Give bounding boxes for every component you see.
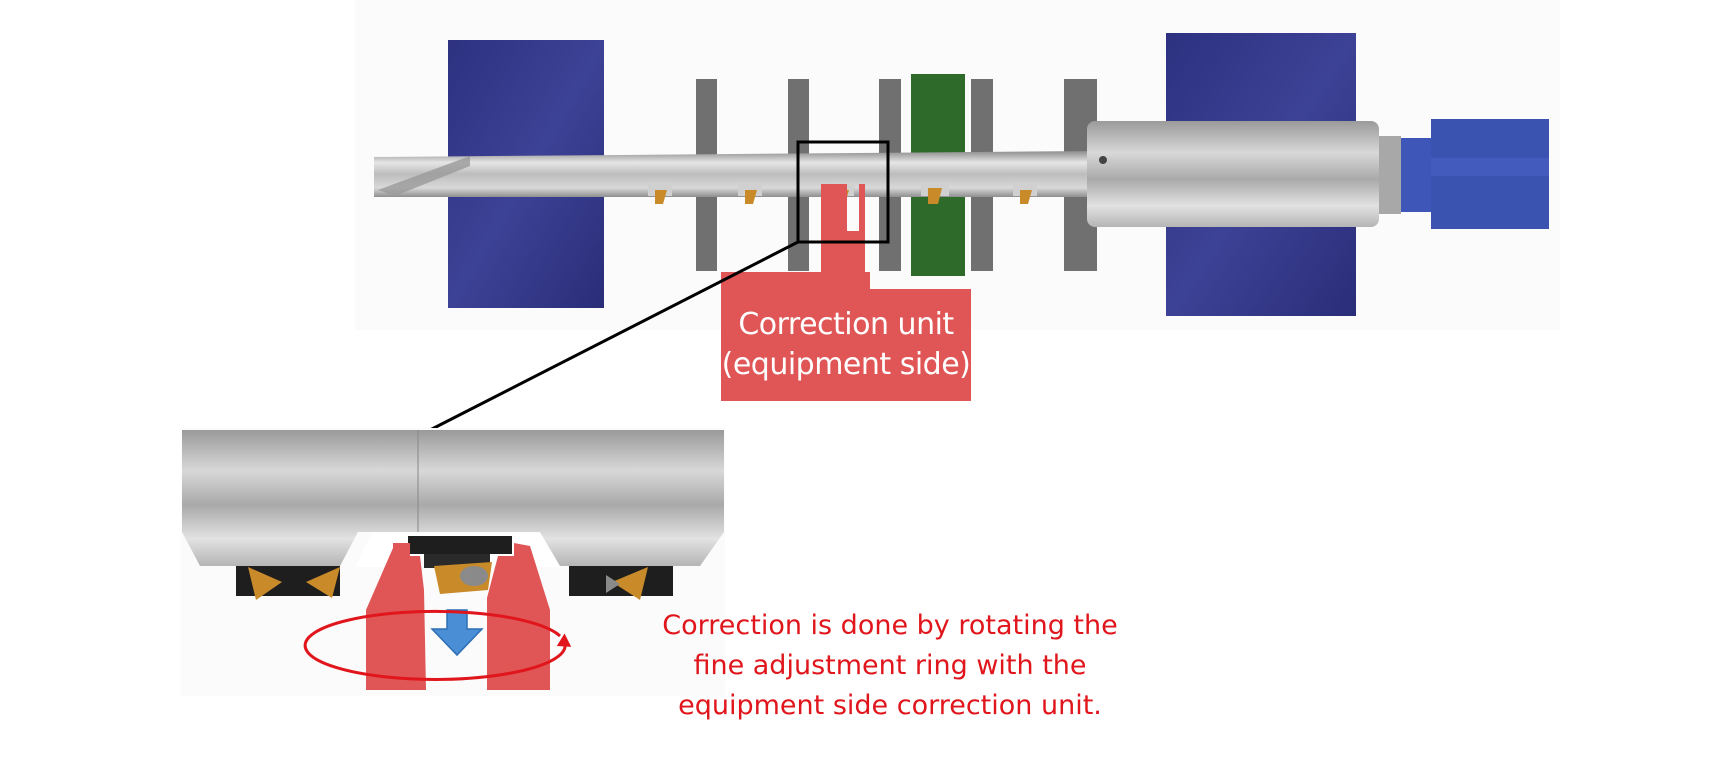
spindle-coupling xyxy=(1401,138,1431,212)
rotation-arrow-icon xyxy=(303,609,567,681)
zoom-box xyxy=(796,140,890,244)
correction-unit-label-line1: Correction unit xyxy=(738,307,954,342)
spindle-hole xyxy=(1099,156,1107,164)
bar-inserts xyxy=(648,182,1037,204)
spindle-body xyxy=(1087,121,1379,227)
correction-unit-label: Correction unit (equipment side) xyxy=(721,289,971,401)
correction-unit-top xyxy=(721,184,870,289)
cutting-insert xyxy=(928,188,942,204)
cutting-insert xyxy=(655,190,667,204)
detail-right-inserts xyxy=(569,566,673,600)
spindle-neck xyxy=(1379,136,1401,214)
correction-unit-label-line2: (equipment side) xyxy=(721,347,971,382)
cutting-insert xyxy=(606,575,620,593)
description-line3: equipment side correction unit. xyxy=(678,690,1102,721)
cutting-insert xyxy=(745,190,757,204)
description-line2: fine adjustment ring with the xyxy=(693,650,1087,681)
cutting-insert xyxy=(1020,190,1032,204)
correction-jaw-right xyxy=(487,543,550,690)
bar-tip-flute xyxy=(378,156,470,196)
cutting-insert xyxy=(306,567,340,598)
boring-bar xyxy=(374,151,1095,197)
adjustable-cartridge xyxy=(408,536,512,594)
detail-bar xyxy=(182,430,724,566)
correction-jaw-left xyxy=(366,543,426,690)
zoom-leader-line xyxy=(429,240,799,432)
description-line1: Correction is done by rotating the xyxy=(662,610,1118,641)
detail-left-inserts xyxy=(236,566,340,600)
cutting-insert xyxy=(248,567,282,600)
cutting-insert xyxy=(612,567,648,600)
correction-description: Correction is done by rotating the fine … xyxy=(590,606,1190,726)
